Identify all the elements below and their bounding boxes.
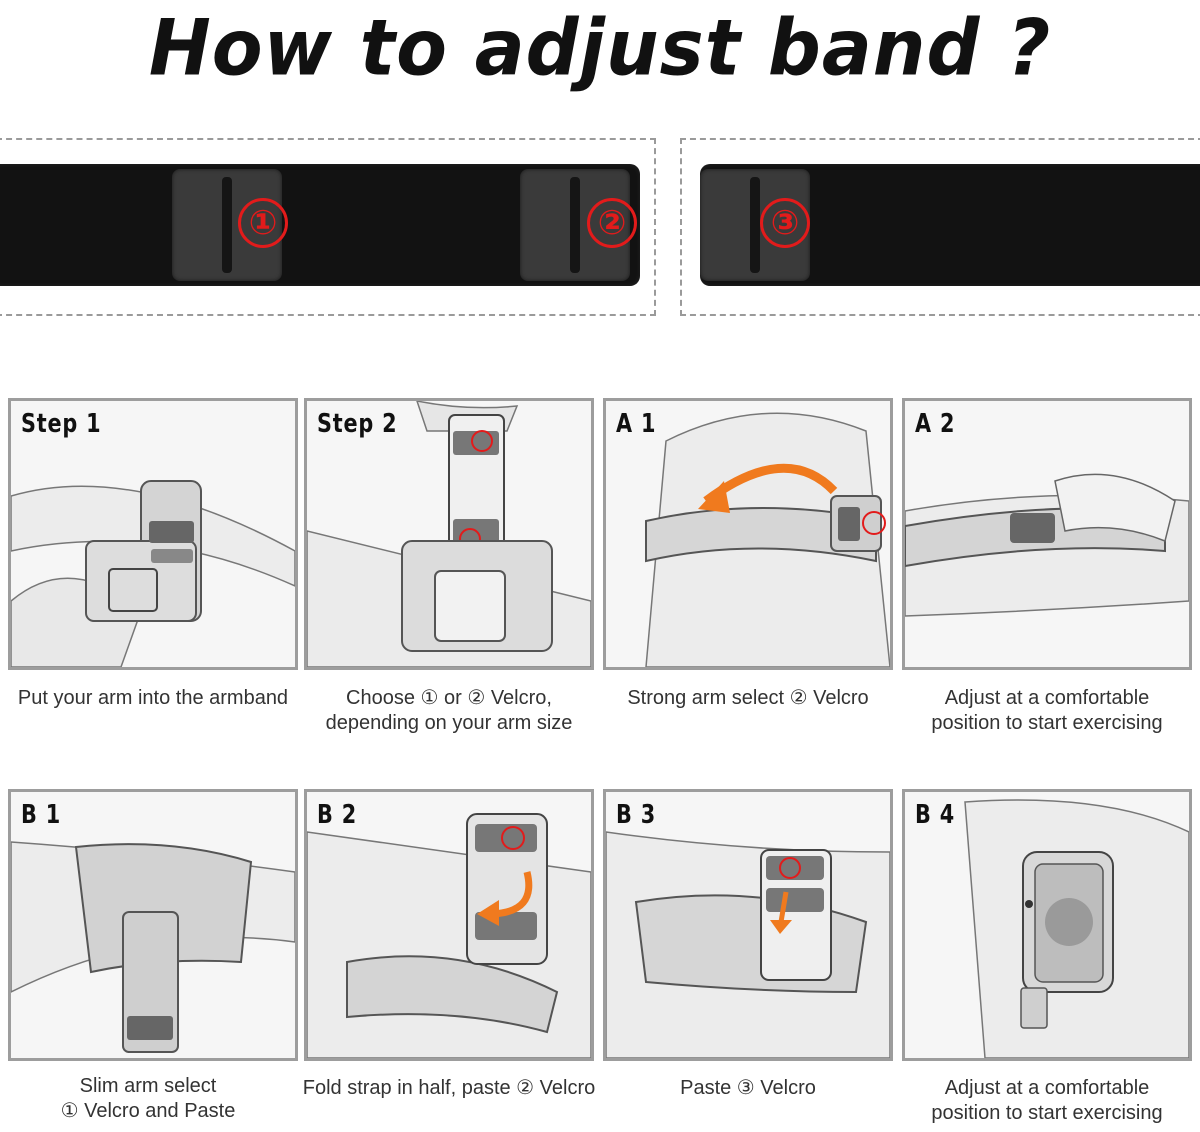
- step-caption: Strong arm select ② Velcro: [627, 687, 869, 709]
- strong-arm-sketch-illustration: [645, 412, 890, 667]
- slim-arm-sketch-illustration: [11, 841, 295, 1053]
- band-marker-1: ①: [238, 198, 288, 248]
- phone-on-arm-sketch-illustration: [964, 799, 1189, 1058]
- step-panel-b-4: B 4: [902, 789, 1192, 1061]
- step-label: B 3: [616, 800, 656, 830]
- band-diagram-right-frame: [680, 138, 1200, 316]
- step-caption: Choose ① or ② Velcro, depending on your …: [325, 687, 573, 734]
- band-strap-right: ③: [700, 164, 1200, 286]
- band-strap-left: ① ②: [0, 164, 640, 286]
- band-diagram-left-frame: [0, 138, 656, 316]
- step-panel-a-2: A 2: [902, 398, 1192, 670]
- page-title: How to adjust band ?: [148, 2, 1052, 94]
- step-panel-a-1: A 1: [603, 398, 893, 670]
- step-caption: Paste ③ Velcro: [680, 1077, 816, 1099]
- strap-sketch-illustration: [307, 401, 591, 667]
- step-label: B 4: [915, 800, 955, 830]
- step-label: Step 2: [317, 409, 398, 439]
- step-caption: Adjust at a comfortable position to star…: [931, 687, 1163, 734]
- step-panel-b-3: B 3: [603, 789, 893, 1061]
- fold-strap-sketch-illustration: [307, 813, 591, 1058]
- step-panel-b-2: B 2: [304, 789, 594, 1061]
- step-panel-step-1: Step 1: [8, 398, 298, 670]
- paste-velcro-sketch-illustration: [606, 831, 890, 1058]
- band-marker-3: ③: [760, 198, 810, 248]
- step-label: Step 1: [21, 409, 102, 439]
- band-marker-2: ②: [587, 198, 637, 248]
- step-label: B 1: [21, 800, 61, 830]
- arm-sketch-illustration: [11, 480, 295, 667]
- adjust-arm-sketch-illustration: [905, 473, 1189, 617]
- step-caption: Slim arm select ① Velcro and Paste: [60, 1075, 236, 1122]
- step-label: A 1: [616, 409, 657, 439]
- step-caption: Adjust at a comfortable position to star…: [931, 1077, 1163, 1124]
- step-caption: Put your arm into the armband: [17, 687, 289, 709]
- step-panel-b-1: B 1: [8, 789, 298, 1061]
- step-caption: Fold strap in half, paste ② Velcro: [302, 1077, 596, 1099]
- step-panel-step-2: Step 2: [304, 398, 594, 670]
- step-label: B 2: [317, 800, 357, 830]
- step-label: A 2: [915, 409, 956, 439]
